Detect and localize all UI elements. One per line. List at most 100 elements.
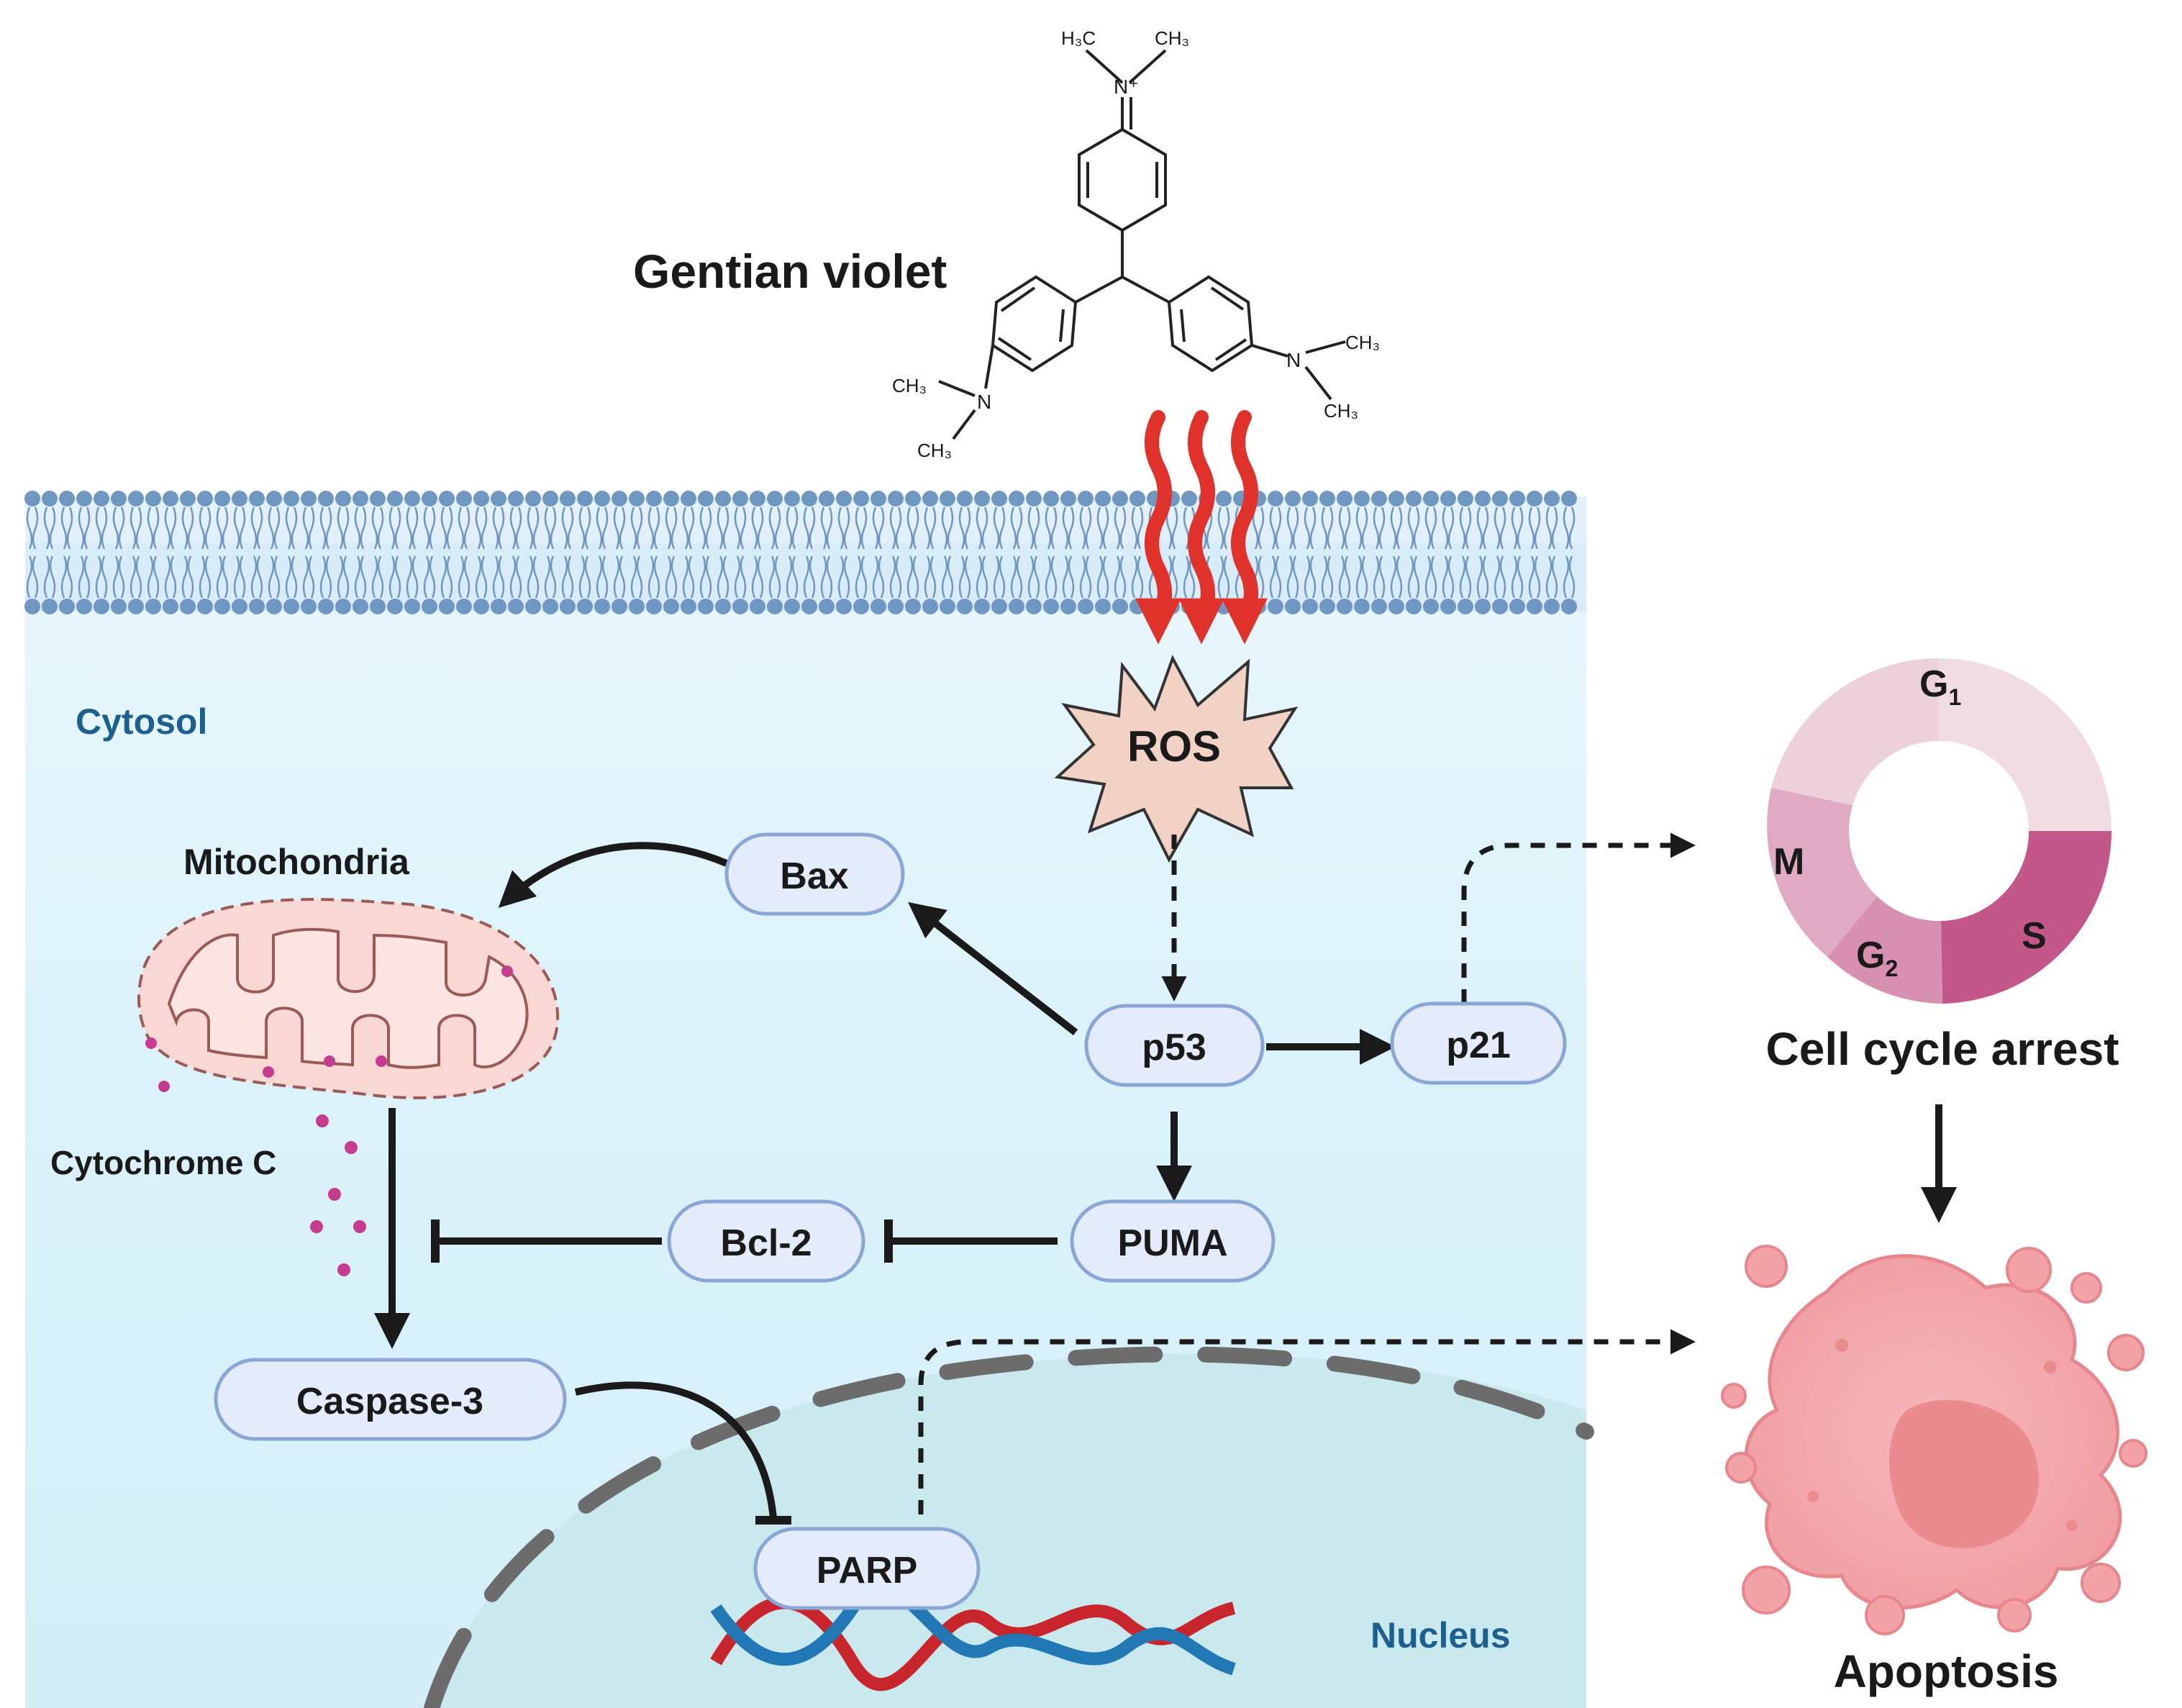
lipid-tail: [1183, 555, 1196, 599]
lipid-tail: [509, 507, 522, 550]
lipid-head: [922, 491, 938, 507]
cytochrome-c-dots: [310, 1114, 366, 1276]
lipid-head: [1216, 491, 1232, 507]
lipid-tail: [1528, 555, 1541, 599]
lipid-head: [59, 599, 75, 614]
lipid-head: [111, 599, 127, 614]
node-puma: PUMA: [1070, 1199, 1276, 1283]
lipid-tail: [630, 507, 643, 550]
lipid-head: [370, 599, 386, 614]
dna-helix: [710, 1582, 1236, 1691]
lipid-head: [750, 491, 765, 507]
lipid-tail: [1217, 555, 1230, 599]
lipid-tail: [1355, 507, 1368, 550]
lipid-tail: [1563, 507, 1576, 550]
lipid-tail: [630, 555, 643, 599]
atom-n-left: N: [977, 391, 991, 413]
lipid-tail: [803, 507, 816, 550]
lipid-head: [715, 599, 731, 614]
bcl2-label: Bcl-2: [720, 1222, 812, 1264]
lipid-tail: [1545, 555, 1558, 599]
lipid-head: [422, 491, 437, 507]
phase-g2-letter: G: [1856, 935, 1885, 976]
lipid-tail: [924, 555, 937, 599]
lipid-tail: [1114, 555, 1127, 599]
lipid-head: [750, 599, 765, 614]
lipid-head: [1285, 491, 1301, 507]
lipid-tail: [1528, 507, 1541, 550]
lipid-head: [318, 491, 334, 507]
lipid-head: [1509, 491, 1525, 507]
lipid-tail: [924, 507, 937, 550]
lipid-head: [1371, 599, 1387, 614]
lipid-head: [1181, 491, 1197, 507]
lipid-head: [1302, 491, 1318, 507]
lipid-head: [1181, 599, 1197, 614]
lipid-tail: [199, 507, 212, 550]
lipid-head: [508, 491, 524, 507]
lipid-head: [922, 599, 938, 614]
lipid-head: [353, 491, 368, 507]
lipid-tail: [1096, 507, 1109, 550]
lipid-head: [1458, 599, 1473, 614]
lipid-tail: [112, 507, 125, 550]
lipid-head: [525, 491, 541, 507]
lipid-head: [214, 599, 230, 614]
lipid-tail: [1424, 507, 1437, 550]
lipid-head: [577, 491, 593, 507]
lipid-head: [1268, 491, 1283, 507]
node-parp: PARP: [753, 1527, 981, 1610]
lipid-head: [301, 599, 317, 614]
lipid-head: [629, 599, 645, 614]
lipid-head: [163, 491, 178, 507]
lipid-tail: [475, 507, 488, 550]
lipid-tail: [1338, 555, 1351, 599]
lipid-tail: [406, 507, 419, 550]
lipid-tail: [1114, 507, 1127, 550]
lipid-tail: [302, 507, 315, 550]
bax-label: Bax: [780, 855, 848, 897]
lipid-tail: [95, 555, 108, 599]
lipid-tail: [1442, 555, 1455, 599]
ros-star: [1054, 655, 1299, 863]
lipid-head: [1302, 599, 1318, 614]
lipid-tail: [492, 555, 505, 599]
lipid-head: [663, 491, 679, 507]
lipid-tail: [976, 507, 988, 550]
lipid-head: [819, 491, 835, 507]
lipid-head: [1337, 599, 1353, 614]
lipid-head: [836, 491, 852, 507]
phase-g1-letter: G: [1919, 663, 1948, 705]
lipid-tail: [889, 555, 902, 599]
lipid-head: [1475, 599, 1491, 614]
parp-label: PARP: [817, 1550, 918, 1591]
lipid-head: [1371, 491, 1387, 507]
lipid-head: [1458, 491, 1473, 507]
lipid-tail: [233, 507, 246, 550]
lipid-head: [1043, 491, 1059, 507]
lipid-head: [180, 491, 196, 507]
lipid-head: [991, 491, 1007, 507]
lipid-tail: [906, 555, 919, 599]
node-p53: p53: [1084, 1004, 1265, 1087]
lipid-head: [594, 491, 610, 507]
lipid-head: [1112, 599, 1128, 614]
lipid-head: [853, 491, 869, 507]
lipid-head: [663, 599, 679, 614]
lipid-tail: [1494, 507, 1506, 550]
lipid-tail: [596, 507, 609, 550]
lipid-tail: [1045, 507, 1058, 550]
lipid-head: [560, 491, 576, 507]
p53-label: p53: [1142, 1027, 1206, 1068]
lipid-head: [1544, 599, 1560, 614]
lipid-head: [473, 491, 489, 507]
lipid-tail: [423, 555, 436, 599]
lipid-tail: [319, 507, 332, 550]
node-caspase3: Caspase-3: [214, 1358, 567, 1441]
lipid-head: [163, 599, 178, 614]
lipid-head: [94, 491, 109, 507]
lipid-tail: [1304, 555, 1317, 599]
lipid-head: [335, 599, 351, 614]
lipid-head: [1527, 491, 1542, 507]
